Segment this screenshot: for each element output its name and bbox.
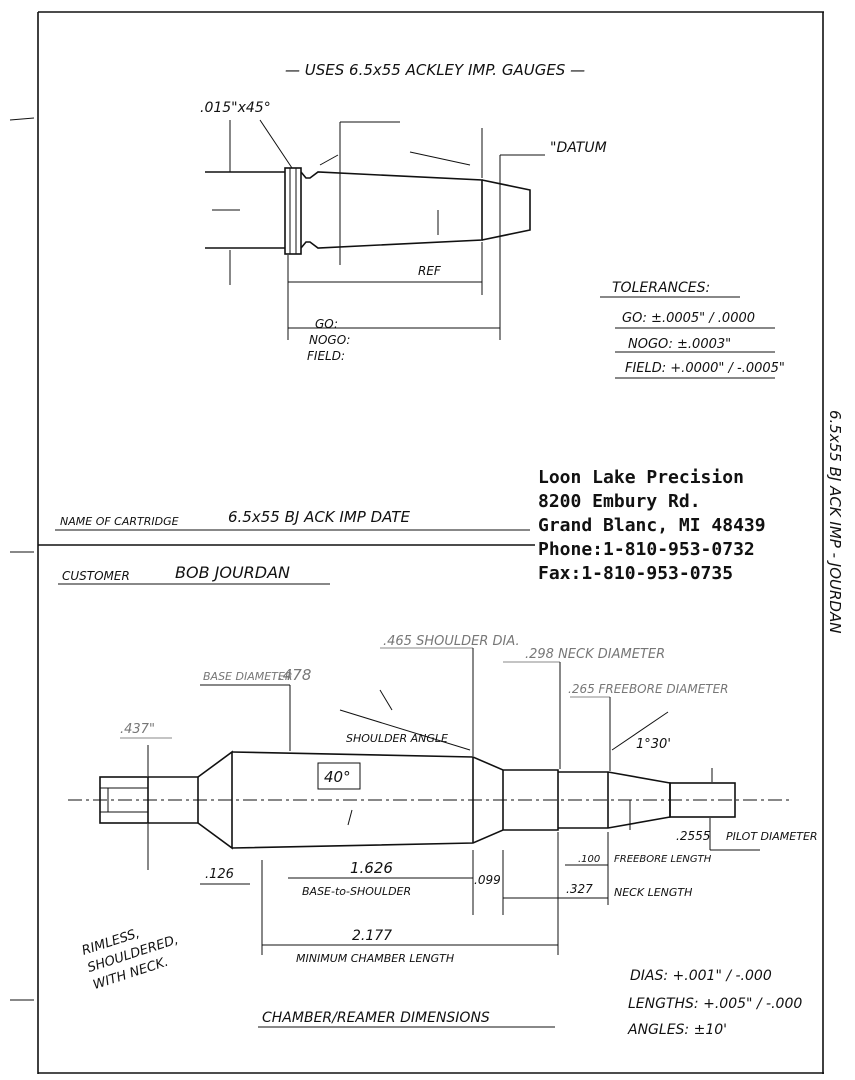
company-address: 8200 Embury Rd. bbox=[538, 491, 701, 512]
gauge-drawing bbox=[205, 119, 545, 340]
chamfer-note: .015"x45° bbox=[200, 100, 271, 116]
shoulder-angle: 40° bbox=[324, 768, 351, 786]
shoulder-angle-label: SHOULDER ANGLE bbox=[346, 732, 448, 745]
freebore-dia: .265 FREEBORE DIAMETER bbox=[568, 682, 729, 696]
pilot-dia: .2555 bbox=[676, 829, 710, 843]
side-note: 6.5x55 BJ ACK IMP - JOURDAN bbox=[826, 410, 844, 633]
company-city: Grand Blanc, MI 48439 bbox=[538, 515, 766, 536]
tolerance-nogo: NOGO: ±.0003" bbox=[628, 337, 731, 352]
ref-label: REF bbox=[418, 264, 442, 278]
tol-dias: DIAS: +.001" / -.000 bbox=[630, 968, 772, 984]
shoulder-length: .099 bbox=[474, 873, 501, 887]
freebore-length-label: FREEBORE LENGTH bbox=[614, 854, 712, 865]
customer-value: BOB JOURDAN bbox=[175, 563, 290, 582]
neck-length: .327 bbox=[566, 882, 593, 896]
min-chamber: 2.177 bbox=[352, 928, 392, 944]
cartridge-label: NAME OF CARTRIDGE bbox=[60, 515, 179, 528]
go-label: GO: bbox=[315, 317, 338, 331]
company-name: Loon Lake Precision bbox=[538, 467, 744, 488]
datum-note: "DATUM bbox=[550, 140, 607, 156]
base-dia-label: BASE DIAMETER bbox=[203, 670, 293, 683]
pilot-label: PILOT DIAMETER bbox=[726, 830, 818, 843]
field-label: FIELD: bbox=[307, 349, 345, 363]
throat-angle: 1°30' bbox=[636, 737, 671, 752]
rim-length: .126 bbox=[205, 867, 234, 882]
tolerance-field: FIELD: +.0000" / -.0005" bbox=[625, 361, 785, 376]
tol-lengths: LENGTHS: +.005" / -.000 bbox=[628, 996, 802, 1012]
company-fax: Fax:1-810-953-0735 bbox=[538, 563, 734, 584]
shoulder-dia: .465 SHOULDER DIA. bbox=[383, 634, 520, 649]
customer-label: CUSTOMER bbox=[62, 569, 130, 583]
nogo-label: NOGO: bbox=[309, 333, 350, 347]
tolerance-go: GO: ±.0005" / .0000 bbox=[622, 311, 755, 326]
type-note: RIMLESS, SHOULDERED, WITH NECK. bbox=[80, 926, 180, 993]
freebore-length: .100 bbox=[578, 854, 600, 865]
chamber-tolerances: DIAS: +.001" / -.000 LENGTHS: +.005" / -… bbox=[627, 968, 802, 1038]
cartridge-value: 6.5x55 BJ ACK IMP DATE bbox=[228, 508, 410, 526]
company-block: Loon Lake Precision 8200 Embury Rd. Gran… bbox=[538, 466, 766, 586]
rim-dia: .437" bbox=[120, 722, 155, 737]
base-to-shoulder-label: BASE-to-SHOULDER bbox=[302, 885, 411, 898]
chamber-drawing bbox=[68, 647, 790, 955]
tol-angles: ANGLES: ±10' bbox=[627, 1022, 727, 1038]
neck-dia: .298 NECK DIAMETER bbox=[525, 647, 665, 662]
base-dia: .478 bbox=[278, 666, 311, 684]
min-chamber-label: MINIMUM CHAMBER LENGTH bbox=[296, 952, 454, 965]
sheet-border bbox=[9, 11, 824, 1074]
header-note: — USES 6.5x55 ACKLEY IMP. GAUGES — bbox=[285, 61, 585, 79]
base-to-shoulder: 1.626 bbox=[350, 859, 393, 877]
company-phone: Phone:1-810-953-0732 bbox=[538, 539, 755, 560]
chamber-title: CHAMBER/REAMER DIMENSIONS bbox=[262, 1010, 490, 1026]
tolerances-title: TOLERANCES: bbox=[612, 280, 710, 296]
gauge-tolerances: TOLERANCES: GO: ±.0005" / .0000 NOGO: ±.… bbox=[600, 280, 785, 379]
neck-length-label: NECK LENGTH bbox=[614, 886, 692, 899]
